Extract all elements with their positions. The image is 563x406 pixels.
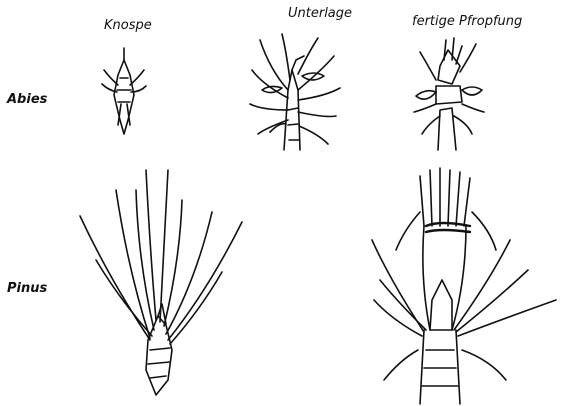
pinus-bud-drawing: [80, 170, 242, 395]
pinus-finished-graft-drawing: [372, 168, 556, 404]
abies-finished-graft-drawing: [414, 38, 484, 150]
abies-bud-drawing: [102, 48, 146, 134]
abies-rootstock-drawing: [250, 34, 340, 150]
